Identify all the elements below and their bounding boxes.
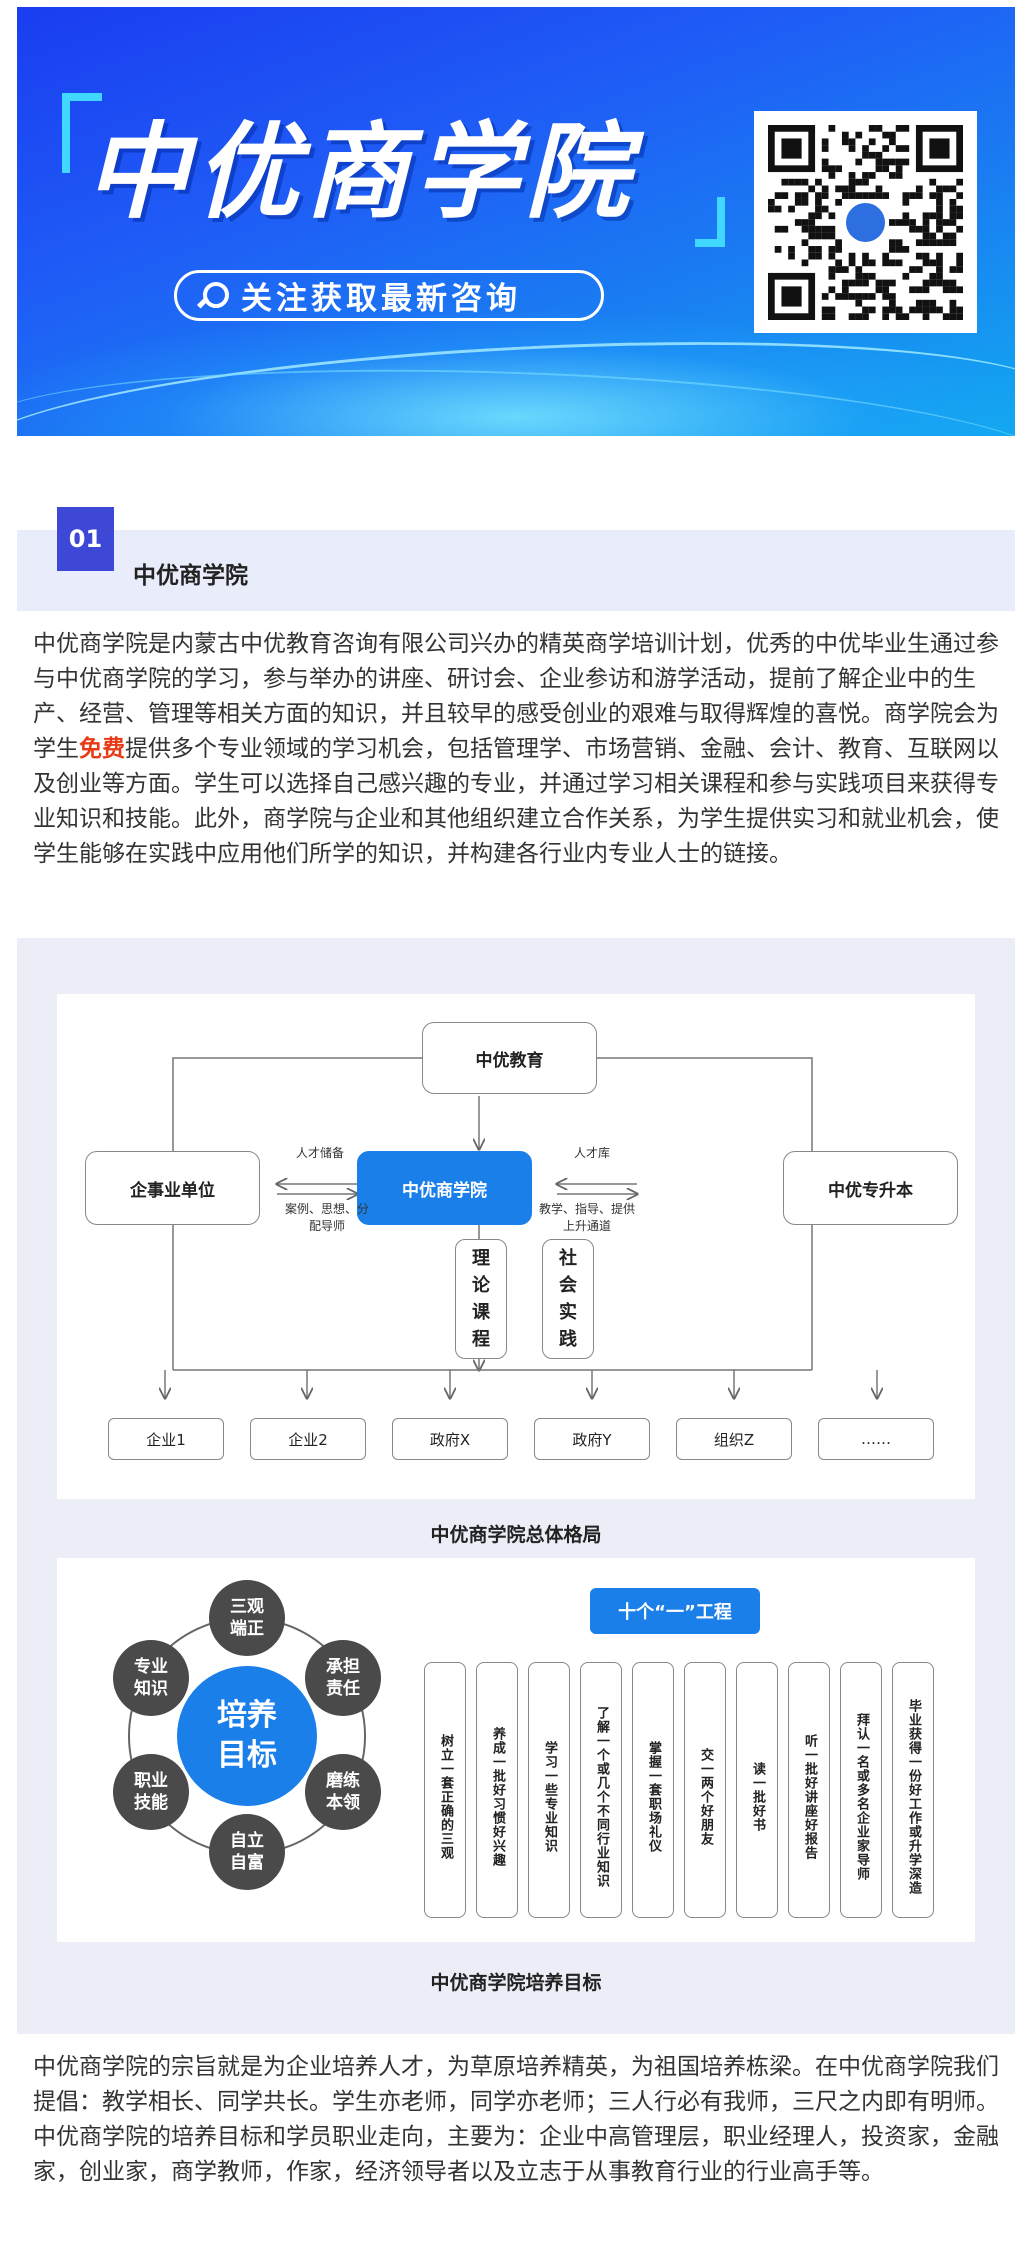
label-talent-reserve: 人才储备	[295, 1146, 344, 1160]
box-theory-courses: 理 论 课 程	[455, 1239, 507, 1359]
goal-text: 磨练	[326, 1771, 360, 1791]
banner: 中优商学院 关注获取最新咨询	[17, 7, 1015, 436]
search-icon	[195, 280, 229, 312]
char: 会	[559, 1275, 577, 1296]
char: 社	[559, 1248, 577, 1269]
intro-text: 中优商学院是内蒙古中优教育咨询有限公司兴办的精英商学培训计划，优秀的中优毕业生通…	[33, 631, 999, 762]
ten-projects-title: 十个“一”工程	[590, 1588, 760, 1634]
intro-paragraph: 中优商学院是内蒙古中优教育咨询有限公司兴办的精英商学培训计划，优秀的中优毕业生通…	[33, 627, 1011, 872]
goal-node: 三观端正	[209, 1580, 285, 1656]
follow-pill: 关注获取最新咨询	[174, 270, 604, 321]
goal-node: 专业知识	[113, 1640, 189, 1716]
center-goal-text: 培养	[217, 1698, 277, 1733]
char: 课	[472, 1302, 490, 1323]
ten-item: 交一两个好朋友	[684, 1662, 726, 1918]
ten-item: 了解一个或几个不同行业知识	[580, 1662, 622, 1918]
ten-item: 掌握一套职场礼仪	[632, 1662, 674, 1918]
label-teaching-guidance: 教学、指导、提供上升通道	[538, 1202, 635, 1233]
section-header-bar	[17, 530, 1015, 611]
goal-text: 知识	[134, 1679, 168, 1699]
char: 践	[559, 1329, 577, 1350]
ten-item: 养成一批好习惯好兴趣	[476, 1662, 518, 1918]
highlight-free: 免费	[79, 736, 125, 762]
goal-text: 责任	[326, 1679, 360, 1699]
follow-text: 关注获取最新咨询	[241, 281, 521, 317]
char: 论	[472, 1275, 490, 1296]
box-enterprise-2: 企业2	[250, 1418, 366, 1460]
label-talent-pool: 人才库	[573, 1146, 610, 1160]
bracket-decoration	[695, 197, 725, 247]
goal-text: 自富	[230, 1853, 264, 1873]
box-enterprises: 企事业单位	[85, 1151, 260, 1225]
box-organization-z: 组织Z	[676, 1418, 792, 1460]
ten-item: 树立一套正确的三观	[424, 1662, 466, 1918]
box-enterprise-1: 企业1	[108, 1418, 224, 1460]
goal-node: 承担责任	[305, 1640, 381, 1716]
goal-node: 职业技能	[113, 1754, 189, 1830]
char: 程	[472, 1329, 490, 1350]
bracket-decoration	[62, 93, 102, 173]
goal-text: 承担	[326, 1657, 360, 1677]
goal-node: 自立自富	[209, 1814, 285, 1890]
char: 理	[472, 1248, 490, 1269]
structure-diagram: 中优教育 中优商学院 企事业单位 中优专升本 人才储备 案例、思想、分配导师 人…	[57, 994, 975, 1499]
section-number: 01	[57, 507, 114, 571]
box-more: ……	[818, 1418, 934, 1460]
goal-text: 职业	[134, 1771, 168, 1791]
closing-paragraph: 中优商学院的宗旨就是为企业培养人才，为草原培养精英，为祖国培养栋梁。在中优商学院…	[33, 2054, 999, 2185]
box-social-practice: 社 会 实 践	[542, 1239, 594, 1359]
goal-text: 技能	[134, 1793, 168, 1813]
goal-text: 端正	[230, 1619, 264, 1639]
box-business-school: 中优商学院	[357, 1151, 532, 1225]
banner-title: 中优商学院	[85, 111, 636, 233]
char: 实	[559, 1302, 577, 1323]
ten-item: 听一批好讲座好报告	[788, 1662, 830, 1918]
center-goal: 培养 目标	[177, 1666, 317, 1806]
goal-text: 自立	[230, 1831, 264, 1851]
ten-item: 拜认一名或多名企业家导师	[840, 1662, 882, 1918]
box-zhongyou-education: 中优教育	[422, 1022, 597, 1094]
goals-diagram: 培养 目标 三观端正 承担责任 磨练本领 自立自富 职业技能 专业知识 十个“一…	[57, 1558, 975, 1942]
goal-node: 磨练本领	[305, 1754, 381, 1830]
box-government-x: 政府X	[392, 1418, 508, 1460]
goals-caption: 中优商学院培养目标	[430, 1972, 602, 1994]
ten-item: 毕业获得一份好工作或升学深造	[892, 1662, 934, 1918]
goal-text: 三观	[230, 1597, 264, 1617]
box-zhongyou-upgrade: 中优专升本	[783, 1151, 958, 1225]
ten-item: 读一批好书	[736, 1662, 778, 1918]
intro-text: 提供多个专业领域的学习机会，包括管理学、市场营销、金融、会计、教育、互联网以及创…	[33, 736, 999, 867]
goal-text: 本领	[326, 1793, 360, 1813]
qr-code-icon	[768, 125, 963, 320]
center-goal-text: 目标	[217, 1738, 277, 1773]
section-title: 中优商学院	[133, 563, 248, 589]
label-cases-mentors: 案例、思想、分配导师	[284, 1202, 369, 1233]
structure-caption: 中优商学院总体格局	[430, 1524, 602, 1546]
connector-lines	[57, 1057, 975, 1499]
ten-item: 学习一些专业知识	[528, 1662, 570, 1918]
goal-text: 专业	[134, 1657, 168, 1677]
box-government-y: 政府Y	[534, 1418, 650, 1460]
diagram-panel: 中优教育 中优商学院 企事业单位 中优专升本 人才储备 案例、思想、分配导师 人…	[17, 938, 1015, 2034]
qr-code	[754, 111, 977, 333]
